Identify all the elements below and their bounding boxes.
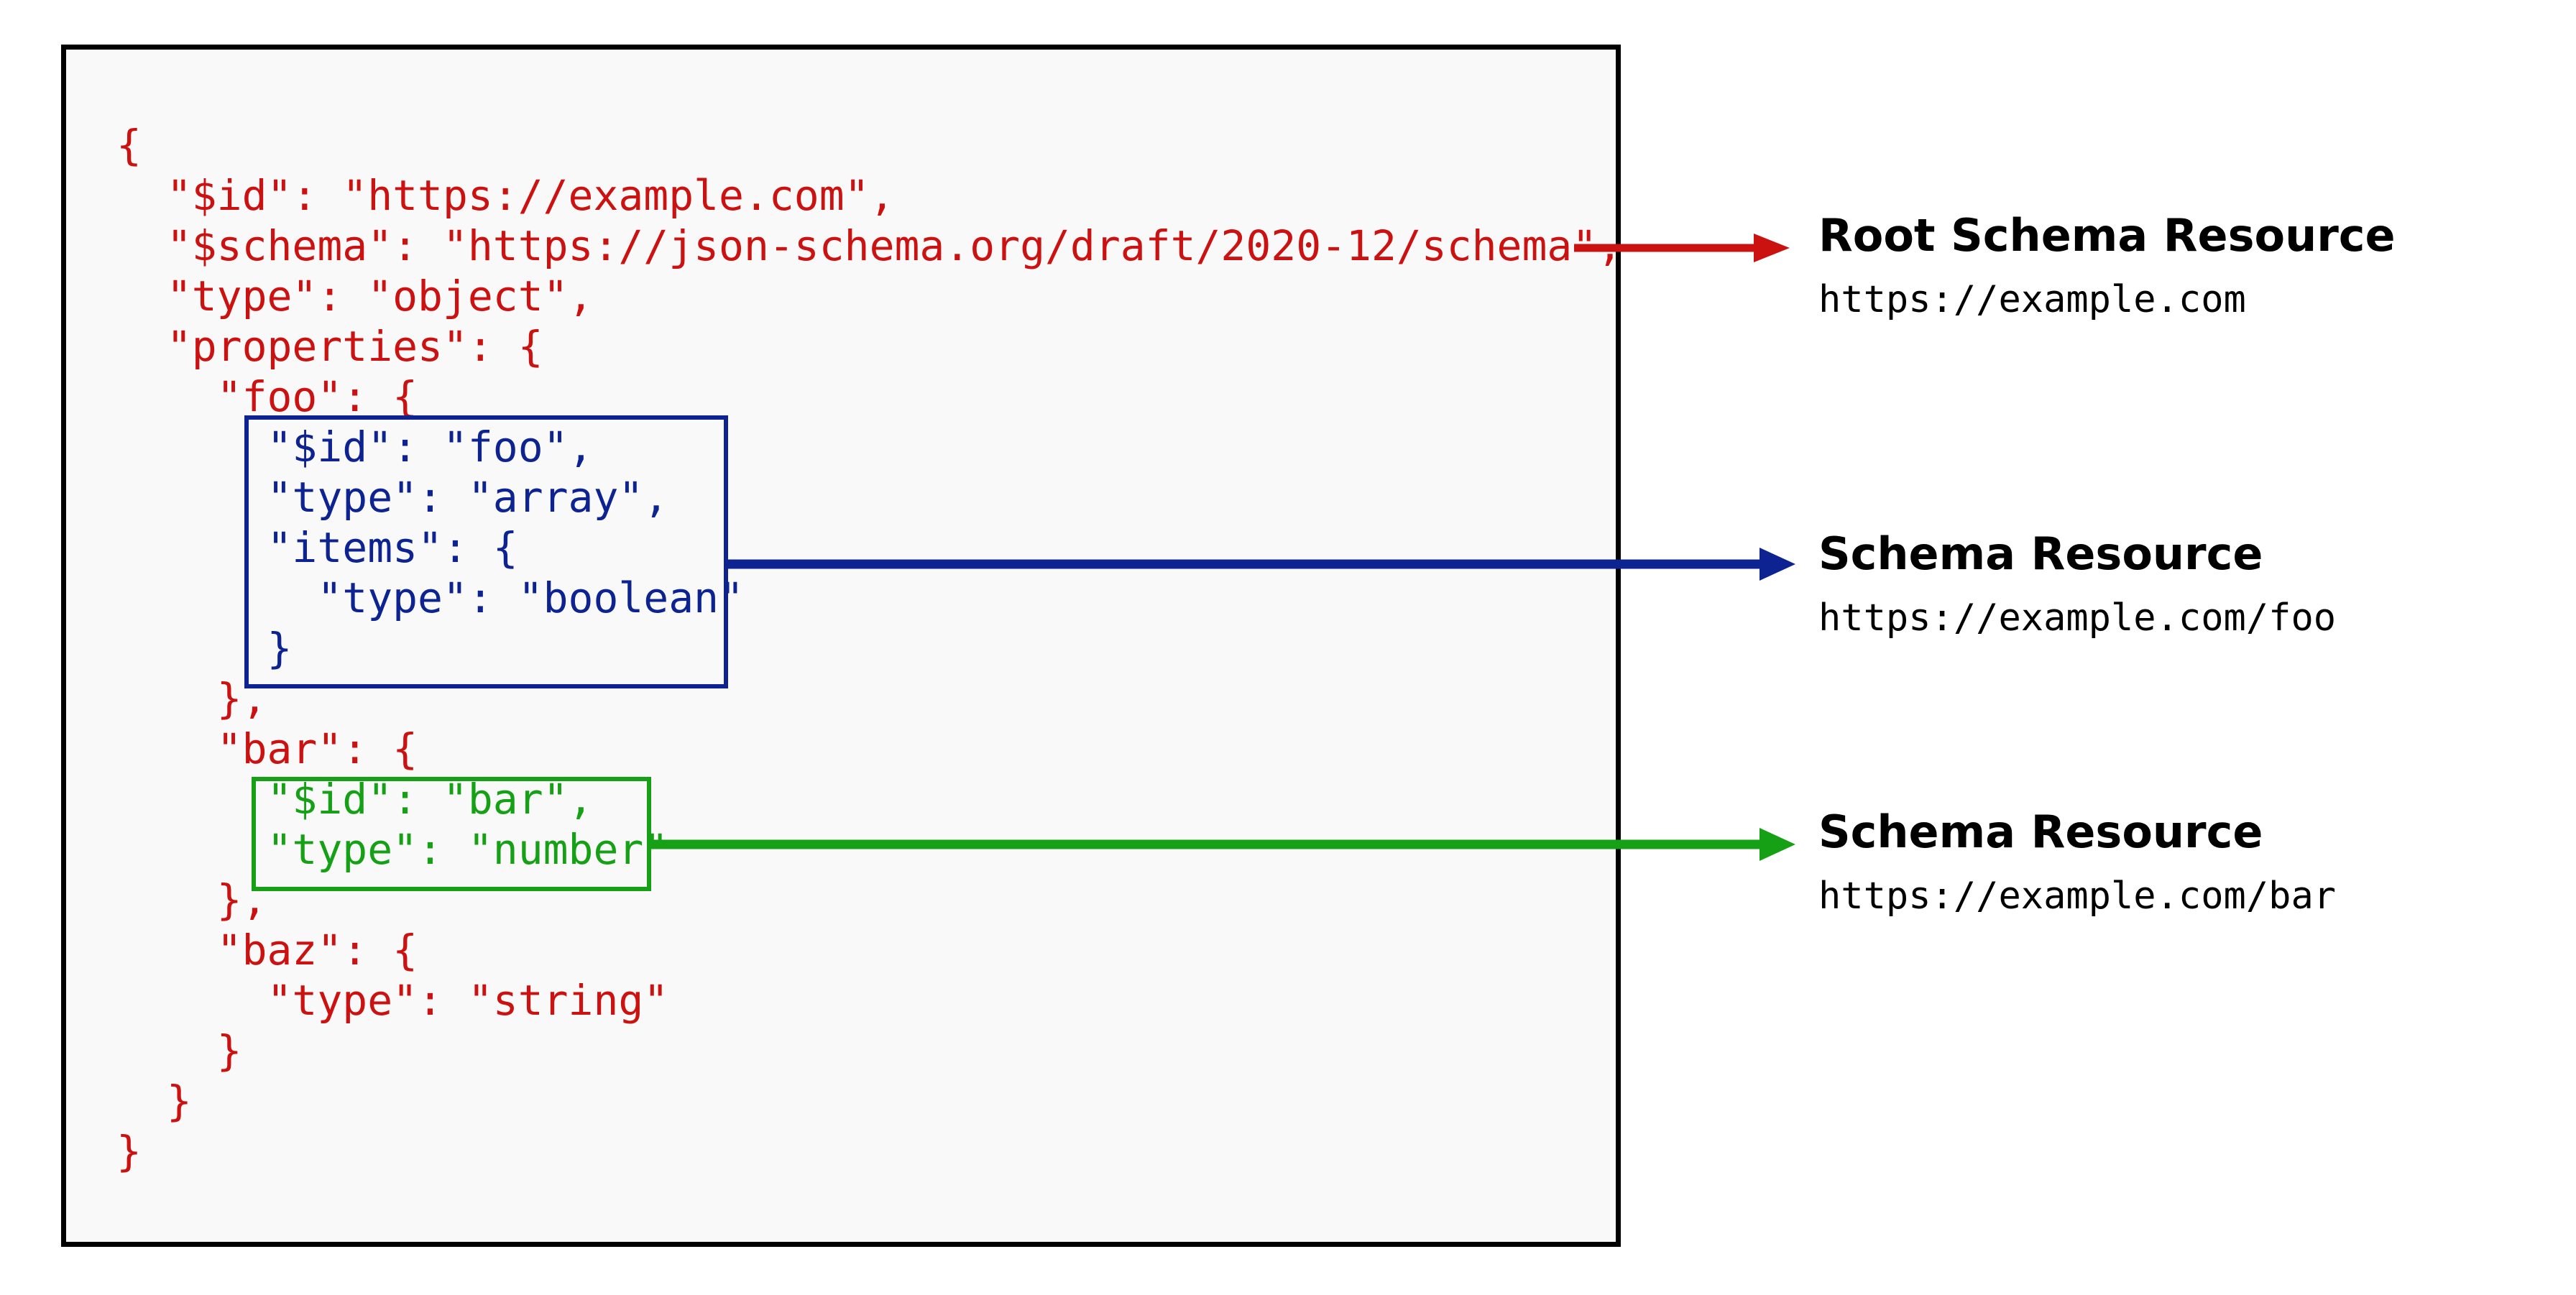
- code-line: "$id": "bar",: [116, 775, 594, 824]
- code-line: {: [116, 121, 142, 170]
- annotation-root-schema-resource: Root Schema Resource https://example.com: [1818, 210, 2396, 322]
- annotation-url: https://example.com/bar: [1818, 875, 2337, 918]
- code-line: "baz": {: [116, 926, 418, 974]
- annotation-title: Schema Resource: [1818, 806, 2263, 858]
- code-line: "type": "object",: [116, 272, 594, 321]
- code-line: "type": "string": [116, 976, 669, 1025]
- annotation-title: Root Schema Resource: [1818, 209, 2396, 262]
- code-line: "bar": {: [116, 724, 418, 773]
- code-line: }: [116, 1127, 142, 1176]
- code-line: },: [116, 875, 267, 924]
- annotation-title: Schema Resource: [1818, 527, 2263, 580]
- code-line: },: [116, 674, 267, 723]
- code-line: }: [116, 624, 293, 673]
- code-line: }: [116, 1077, 192, 1125]
- json-code-panel: { "$id": "https://example.com", "$schema…: [61, 45, 1622, 1247]
- annotation-url: https://example.com/foo: [1818, 596, 2337, 640]
- bar-schema-arrow: [648, 828, 1795, 861]
- json-code-listing: { "$id": "https://example.com", "$schema…: [116, 120, 1622, 1176]
- code-line: "properties": {: [116, 322, 543, 371]
- code-line: "$id": "foo",: [116, 423, 594, 471]
- code-line: "type": "boolean": [116, 573, 744, 622]
- code-line: "type": "array",: [116, 473, 669, 522]
- code-line: "$id": "https://example.com",: [116, 171, 895, 220]
- root-schema-arrow: [1574, 234, 1790, 262]
- code-line: "type": "number": [116, 825, 669, 874]
- code-line: }: [116, 1026, 242, 1075]
- annotation-url: https://example.com: [1818, 278, 2246, 321]
- code-line: "$schema": "https://json-schema.org/draf…: [116, 221, 1623, 270]
- code-line: "foo": {: [116, 372, 418, 421]
- foo-schema-arrow: [724, 548, 1795, 581]
- code-line: "items": {: [116, 523, 518, 572]
- annotation-foo-schema-resource: Schema Resource https://example.com/foo: [1818, 528, 2336, 640]
- annotation-bar-schema-resource: Schema Resource https://example.com/bar: [1818, 806, 2336, 918]
